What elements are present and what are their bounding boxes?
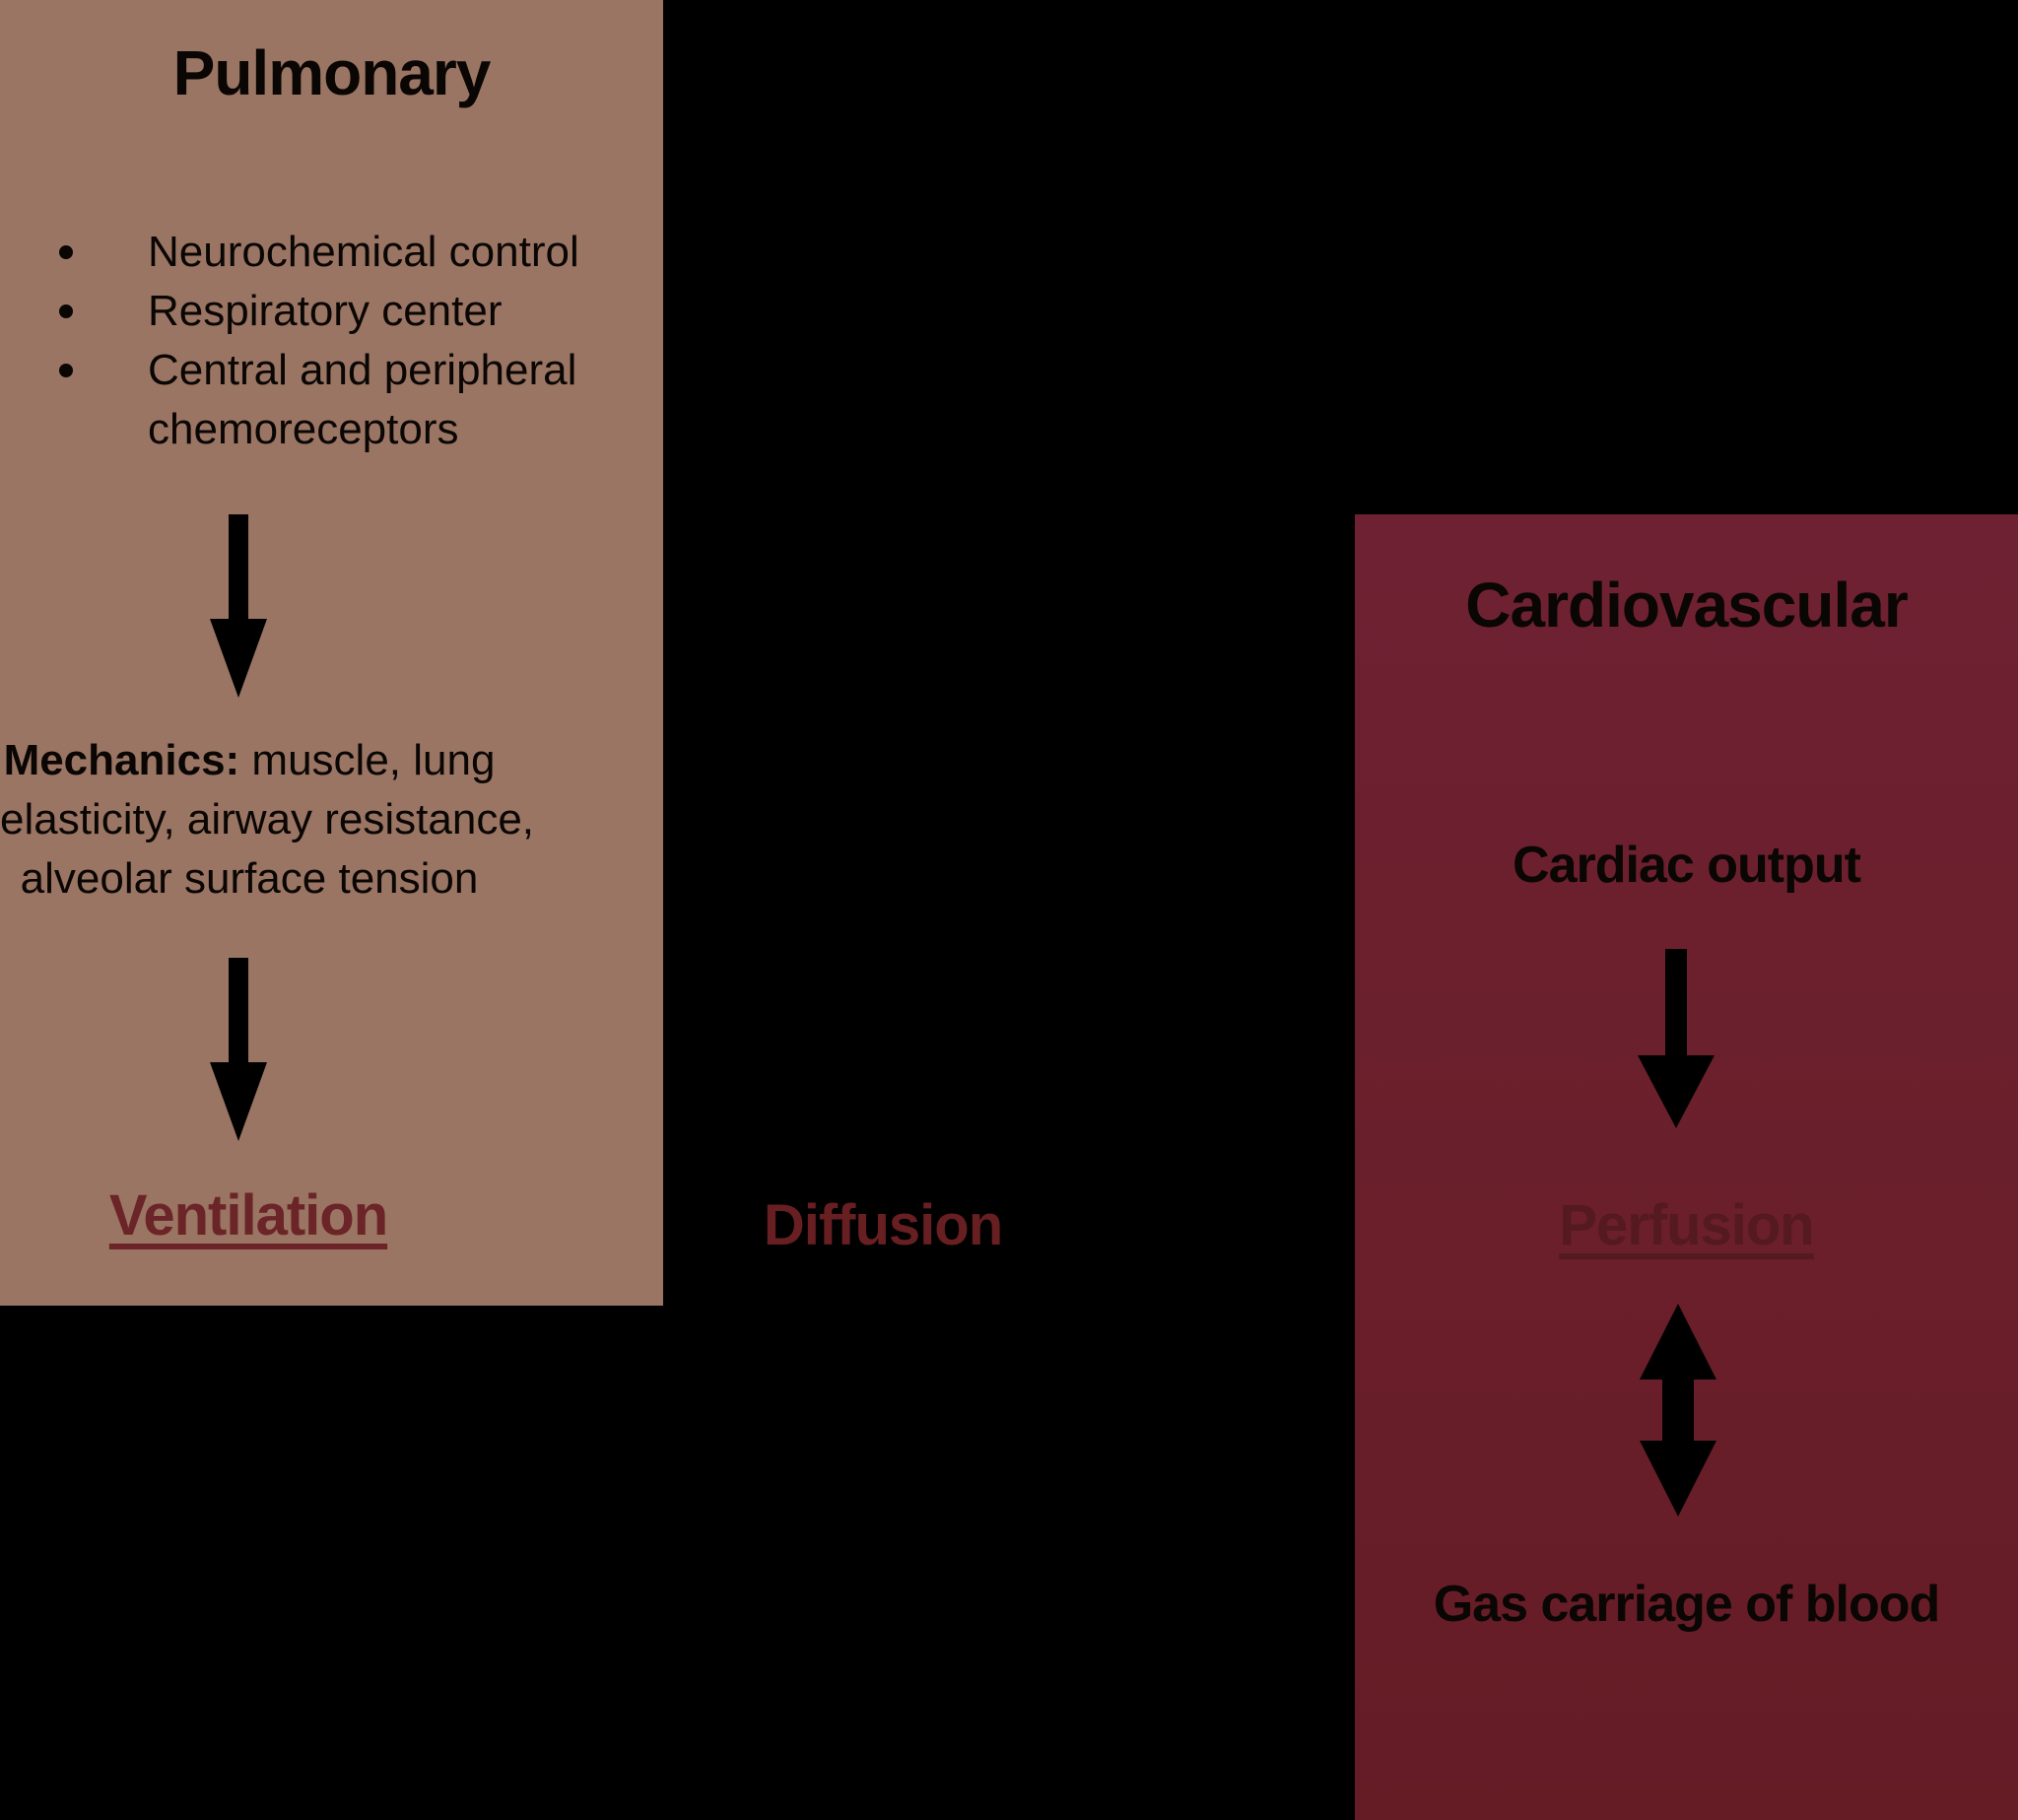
ventilation-label: Ventilation — [108, 1183, 388, 1247]
down-arrow-icon — [210, 619, 267, 698]
pulmonary-title: Pulmonary — [172, 37, 492, 108]
double-arrow-icon — [1640, 1304, 1716, 1380]
list-item: Respiratory center — [0, 282, 645, 341]
mechanics-line: elasticity, airway resistance, — [0, 795, 535, 843]
pulmonary-panel: Pulmonary Neurochemical control Respirat… — [0, 0, 663, 1306]
double-arrow-icon — [1640, 1441, 1716, 1517]
down-arrow-icon — [1665, 949, 1687, 1057]
mechanics-lead-bold: Mechanics: — [3, 736, 240, 784]
down-arrow-icon — [1638, 1055, 1715, 1128]
perfusion-label: Perfusion — [1559, 1193, 1815, 1257]
cardiac-output-label: Cardiac output — [1513, 837, 1861, 894]
list-item: Central and peripheral chemoreceptors — [0, 341, 645, 459]
pulmonary-bullet-list: Neurochemical control Respiratory center… — [0, 223, 645, 459]
cardiovascular-title: Cardiovascular — [1465, 570, 1908, 640]
cardiovascular-panel: Cardiovascular Cardiac output Perfusion … — [1355, 514, 2018, 1820]
mechanics-text: Mechanics: muscle, lung elasticity, airw… — [0, 731, 535, 909]
double-arrow-icon — [1662, 1378, 1694, 1443]
down-arrow-icon — [210, 1062, 267, 1141]
gas-carriage-label: Gas carriage of blood — [1433, 1576, 1941, 1633]
mechanics-line: Mechanics: muscle, lung — [0, 731, 499, 790]
down-arrow-icon — [229, 958, 248, 1064]
mechanics-line1-rest: muscle, lung — [239, 736, 496, 784]
down-arrow-icon — [229, 514, 248, 621]
list-item: Neurochemical control — [0, 223, 645, 282]
mechanics-line: alveolar surface tension — [20, 854, 479, 903]
diffusion-label: Diffusion — [763, 1193, 1003, 1257]
